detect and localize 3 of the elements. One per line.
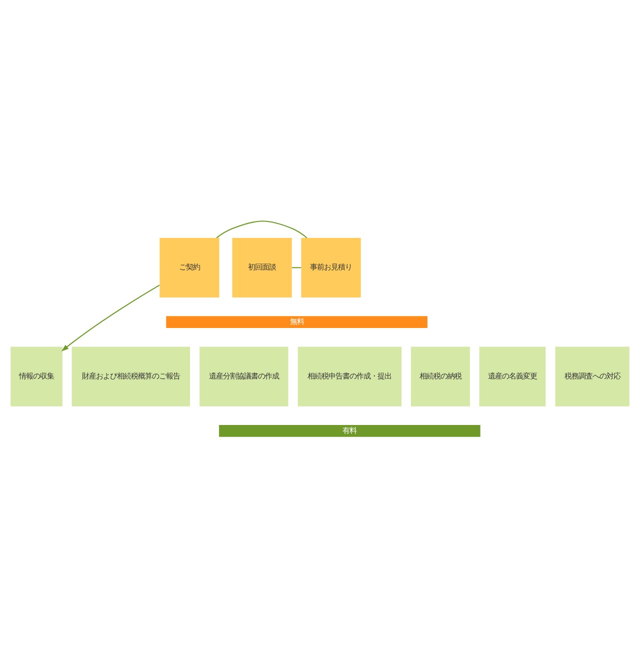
arrow [61,284,160,352]
connector [216,220,308,238]
connector [292,267,302,268]
